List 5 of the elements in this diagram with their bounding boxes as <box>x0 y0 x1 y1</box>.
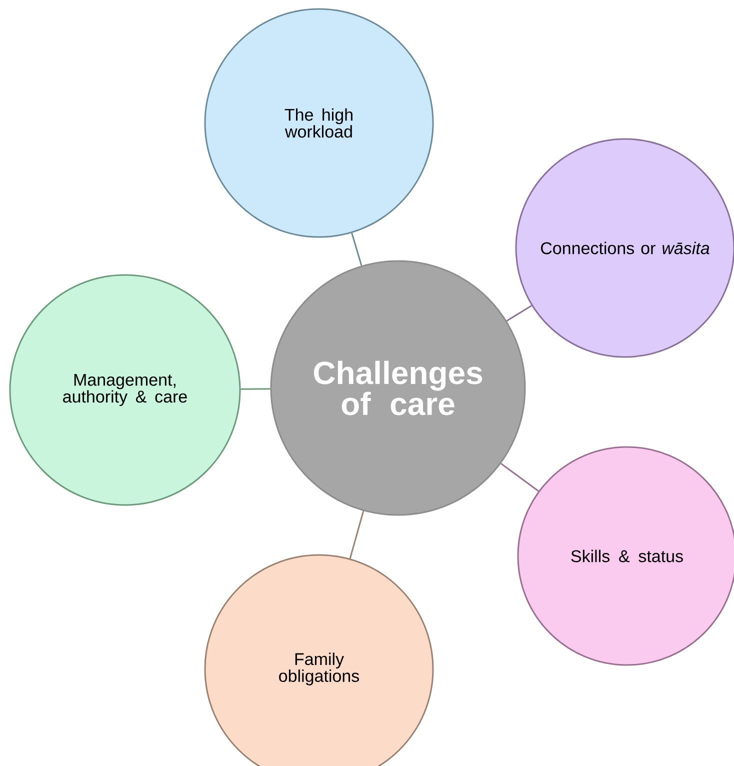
connector-line <box>351 232 362 266</box>
connector-line <box>349 510 364 559</box>
connector-line <box>240 388 270 390</box>
connector-line <box>500 462 539 492</box>
connector-line <box>506 304 532 322</box>
